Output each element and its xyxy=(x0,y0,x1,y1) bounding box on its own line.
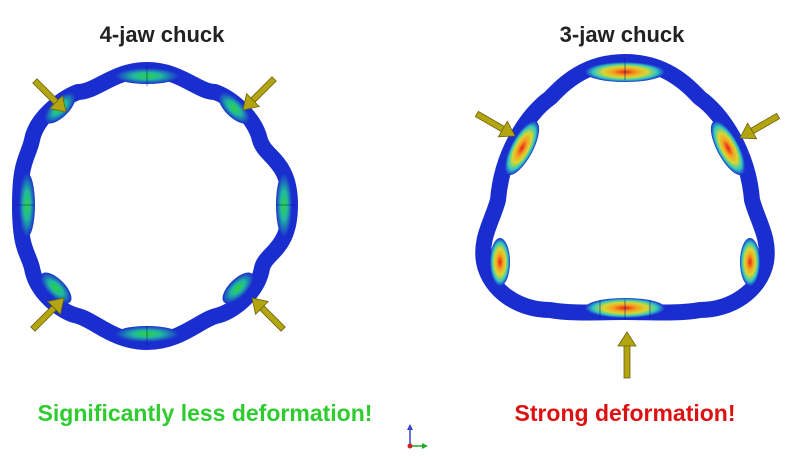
arrow-icon xyxy=(739,112,781,140)
arrow-icon xyxy=(474,110,516,138)
caption-strong-deformation: Strong deformation! xyxy=(514,400,736,426)
stress-bulges-4 xyxy=(19,68,292,342)
title-3-jaw-chuck: 3-jaw chuck xyxy=(559,22,685,47)
title-4-jaw-chuck: 4-jaw chuck xyxy=(99,22,225,47)
arrow-icon xyxy=(251,297,286,332)
stress-bulges-3 xyxy=(490,62,760,318)
ring-3-jaw xyxy=(475,54,775,321)
arrow-icon xyxy=(32,78,67,113)
ring-4-jaw xyxy=(12,62,298,350)
arrow-icon xyxy=(30,297,65,332)
caption-less-deformation: Significantly less deformation! xyxy=(37,400,373,426)
arrow-icon xyxy=(242,76,277,111)
arrow-icon xyxy=(617,331,637,379)
axis-triad-icon xyxy=(407,424,428,449)
